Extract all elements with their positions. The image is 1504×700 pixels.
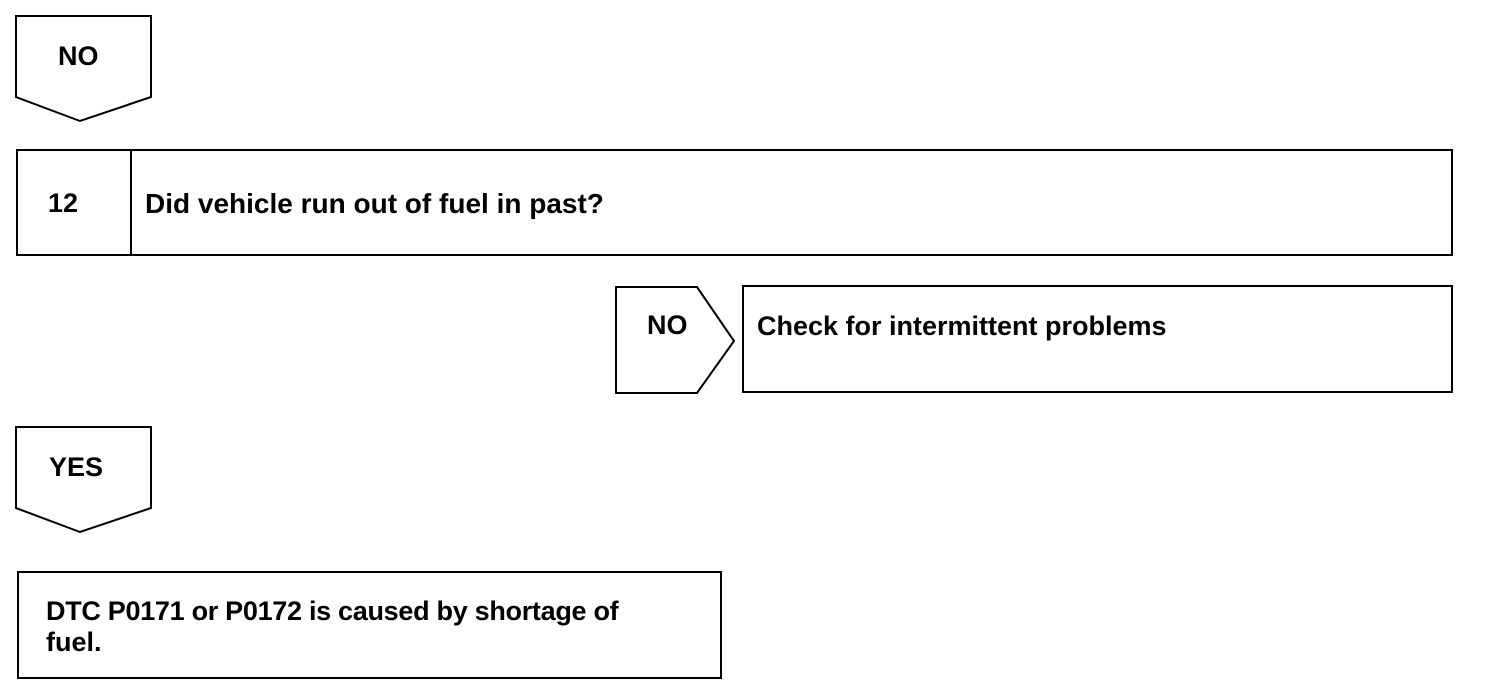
yes-result-text-line2: fuel. — [46, 627, 102, 657]
step-question-text: Did vehicle run out of fuel in past? — [145, 188, 604, 219]
no-result-box: Check for intermittent problems — [742, 285, 1453, 393]
top-no-label: NO — [58, 41, 99, 71]
step-number-divider — [130, 151, 132, 254]
no-result-text: Check for intermittent problems — [757, 311, 1167, 341]
step-question-box: 12 Did vehicle run out of fuel in past? — [16, 149, 1453, 256]
yes-result-box: DTC P0171 or P0172 is caused by shortage… — [17, 571, 722, 679]
yes-branch-label: YES — [49, 452, 104, 482]
yes-result-text-line1: DTC P0171 or P0172 is caused by shortage… — [46, 596, 619, 626]
step-number: 12 — [48, 188, 79, 218]
no-branch-label: NO — [647, 310, 688, 340]
